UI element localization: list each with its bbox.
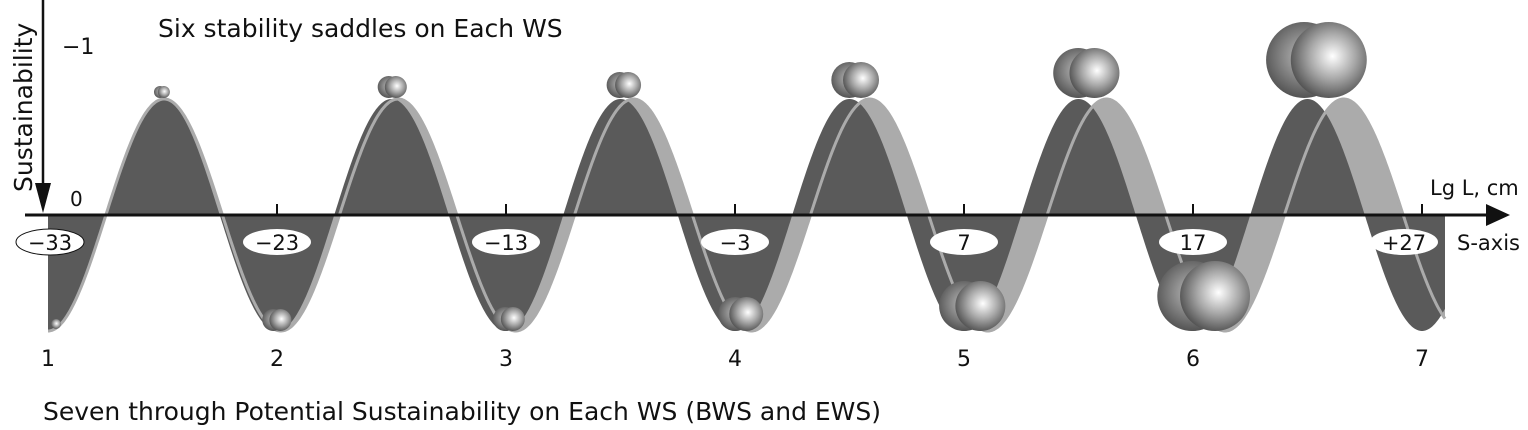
trough-5-front-sphere <box>955 281 1006 331</box>
trough-3-front-sphere <box>500 307 525 331</box>
s-label-badge <box>472 229 540 255</box>
s-axis-label: S-axis <box>1457 231 1520 255</box>
trough-2-front-sphere <box>269 309 292 331</box>
s-label: 17 <box>1180 231 1207 255</box>
s-label: 7 <box>957 231 970 255</box>
s-label-badge <box>243 229 311 255</box>
label-layer: −33 1 −23 2 −13 3 −3 4 7 5 17 6 +27 7 <box>15 204 1438 372</box>
trough-number: 6 <box>1186 347 1200 372</box>
s-label: −23 <box>255 231 299 255</box>
trough-number: 4 <box>728 347 742 372</box>
s-label-badge <box>1159 229 1227 255</box>
sphere-layer <box>51 22 1367 331</box>
trough-1-sphere <box>51 319 61 329</box>
y-tick-zero: 0 <box>70 187 83 211</box>
axes <box>25 0 1510 226</box>
s-label: +27 <box>1382 231 1426 255</box>
saddle-4-front-sphere <box>843 62 880 98</box>
top-title: Six stability saddles on Each WS <box>158 14 563 43</box>
trough-6-front-sphere <box>1180 261 1251 331</box>
s-label-badge <box>930 229 998 255</box>
bottom-title: Seven through Potential Sustainability o… <box>43 397 881 426</box>
s-label: −13 <box>484 231 528 255</box>
y-axis-label: Sustainability <box>9 23 38 192</box>
s-label: −3 <box>720 231 751 255</box>
trough-number: 2 <box>270 347 284 372</box>
saddle-2-front-sphere <box>384 76 407 98</box>
trough-number: 3 <box>499 347 513 372</box>
trough-number: 1 <box>41 347 55 372</box>
trough-4-front-sphere <box>729 297 764 331</box>
trough-number: 5 <box>957 347 971 372</box>
saddle-5-front-sphere <box>1069 48 1120 98</box>
s-label-badge <box>701 229 769 255</box>
x-axis-arrow-icon <box>1486 204 1510 226</box>
saddle-3-front-sphere <box>615 72 642 98</box>
trough-number: 7 <box>1415 347 1429 372</box>
saddle-1-front-sphere <box>157 86 170 98</box>
s-label-badge <box>15 228 85 256</box>
x-axis-label: Lg L, cm <box>1430 176 1519 200</box>
y-axis-arrow-icon <box>35 183 51 213</box>
y-tick-minus-one: −1 <box>62 35 94 60</box>
s-label-badge <box>1370 229 1438 255</box>
saddle-6-front-sphere <box>1290 22 1367 98</box>
s-label: −33 <box>28 231 72 255</box>
